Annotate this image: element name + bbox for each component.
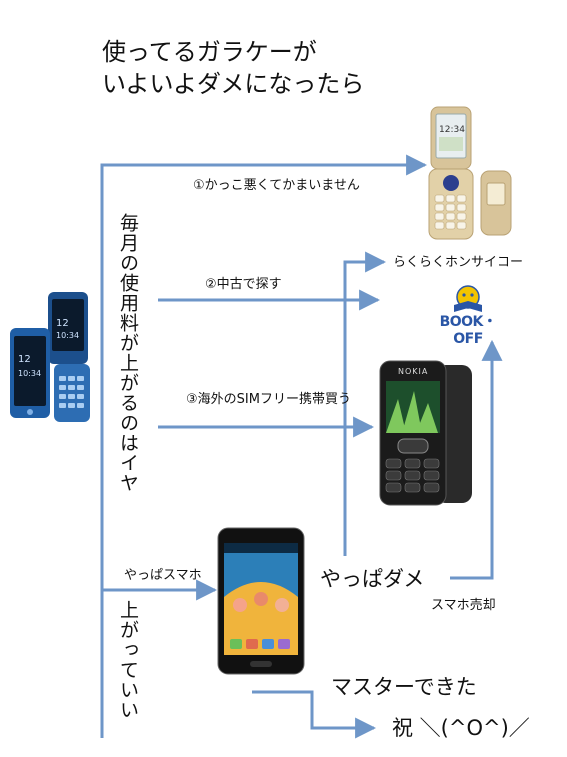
smartphone-image: [216, 527, 306, 675]
svg-text:12: 12: [18, 354, 31, 365]
note-no-price-increase: 毎月の使用料が上がるのはイヤ: [117, 213, 139, 493]
raku-raku-phone-image: 12:34: [425, 103, 517, 241]
outcome-sell-smartphone: スマホ売却: [431, 598, 496, 613]
outcome-mastered: マスターできた: [331, 675, 477, 699]
label-raku-raku: らくらくホンサイコー: [393, 255, 524, 270]
svg-text:10:34: 10:34: [56, 331, 79, 340]
bookoff-logo-text: BOOK・OFF: [439, 314, 497, 347]
label-option1: ①かっこ悪くてかまいません: [193, 178, 360, 193]
arrow-mastered: [252, 690, 377, 739]
arrow-fail-to-raku: [343, 251, 387, 556]
svg-text:12:34: 12:34: [439, 125, 465, 135]
label-option2: ②中古で探す: [205, 277, 282, 292]
outcome-fail: やっぱダメ: [320, 567, 425, 591]
label-smartphone: やっぱスマホ: [124, 568, 202, 583]
note-price-increase-ok: 上がっていい: [117, 600, 139, 720]
bookoff-logo: BOOK・OFF: [428, 283, 508, 347]
diagram-title: 使ってるガラケーが いよいよダメになったら: [102, 36, 364, 100]
feature-phone-image: 12 10:34 12 10:34: [8, 290, 96, 425]
outcome-celebrate: 祝 ＼(^O^)／: [392, 716, 530, 740]
title-line-1: 使ってるガラケーが: [102, 38, 317, 66]
nokia-phone-image: NOKIA: [376, 359, 476, 507]
nokia-brand-text: NOKIA: [398, 367, 429, 376]
svg-text:10:34: 10:34: [18, 369, 41, 378]
arrow-sell-to-bookoff: [450, 339, 503, 580]
svg-text:12: 12: [56, 318, 69, 329]
label-option3: ③海外のSIMフリー携帯買う: [186, 392, 351, 407]
main-trunk-line: [100, 154, 428, 738]
title-line-2: いよいよダメになったら: [102, 70, 365, 98]
